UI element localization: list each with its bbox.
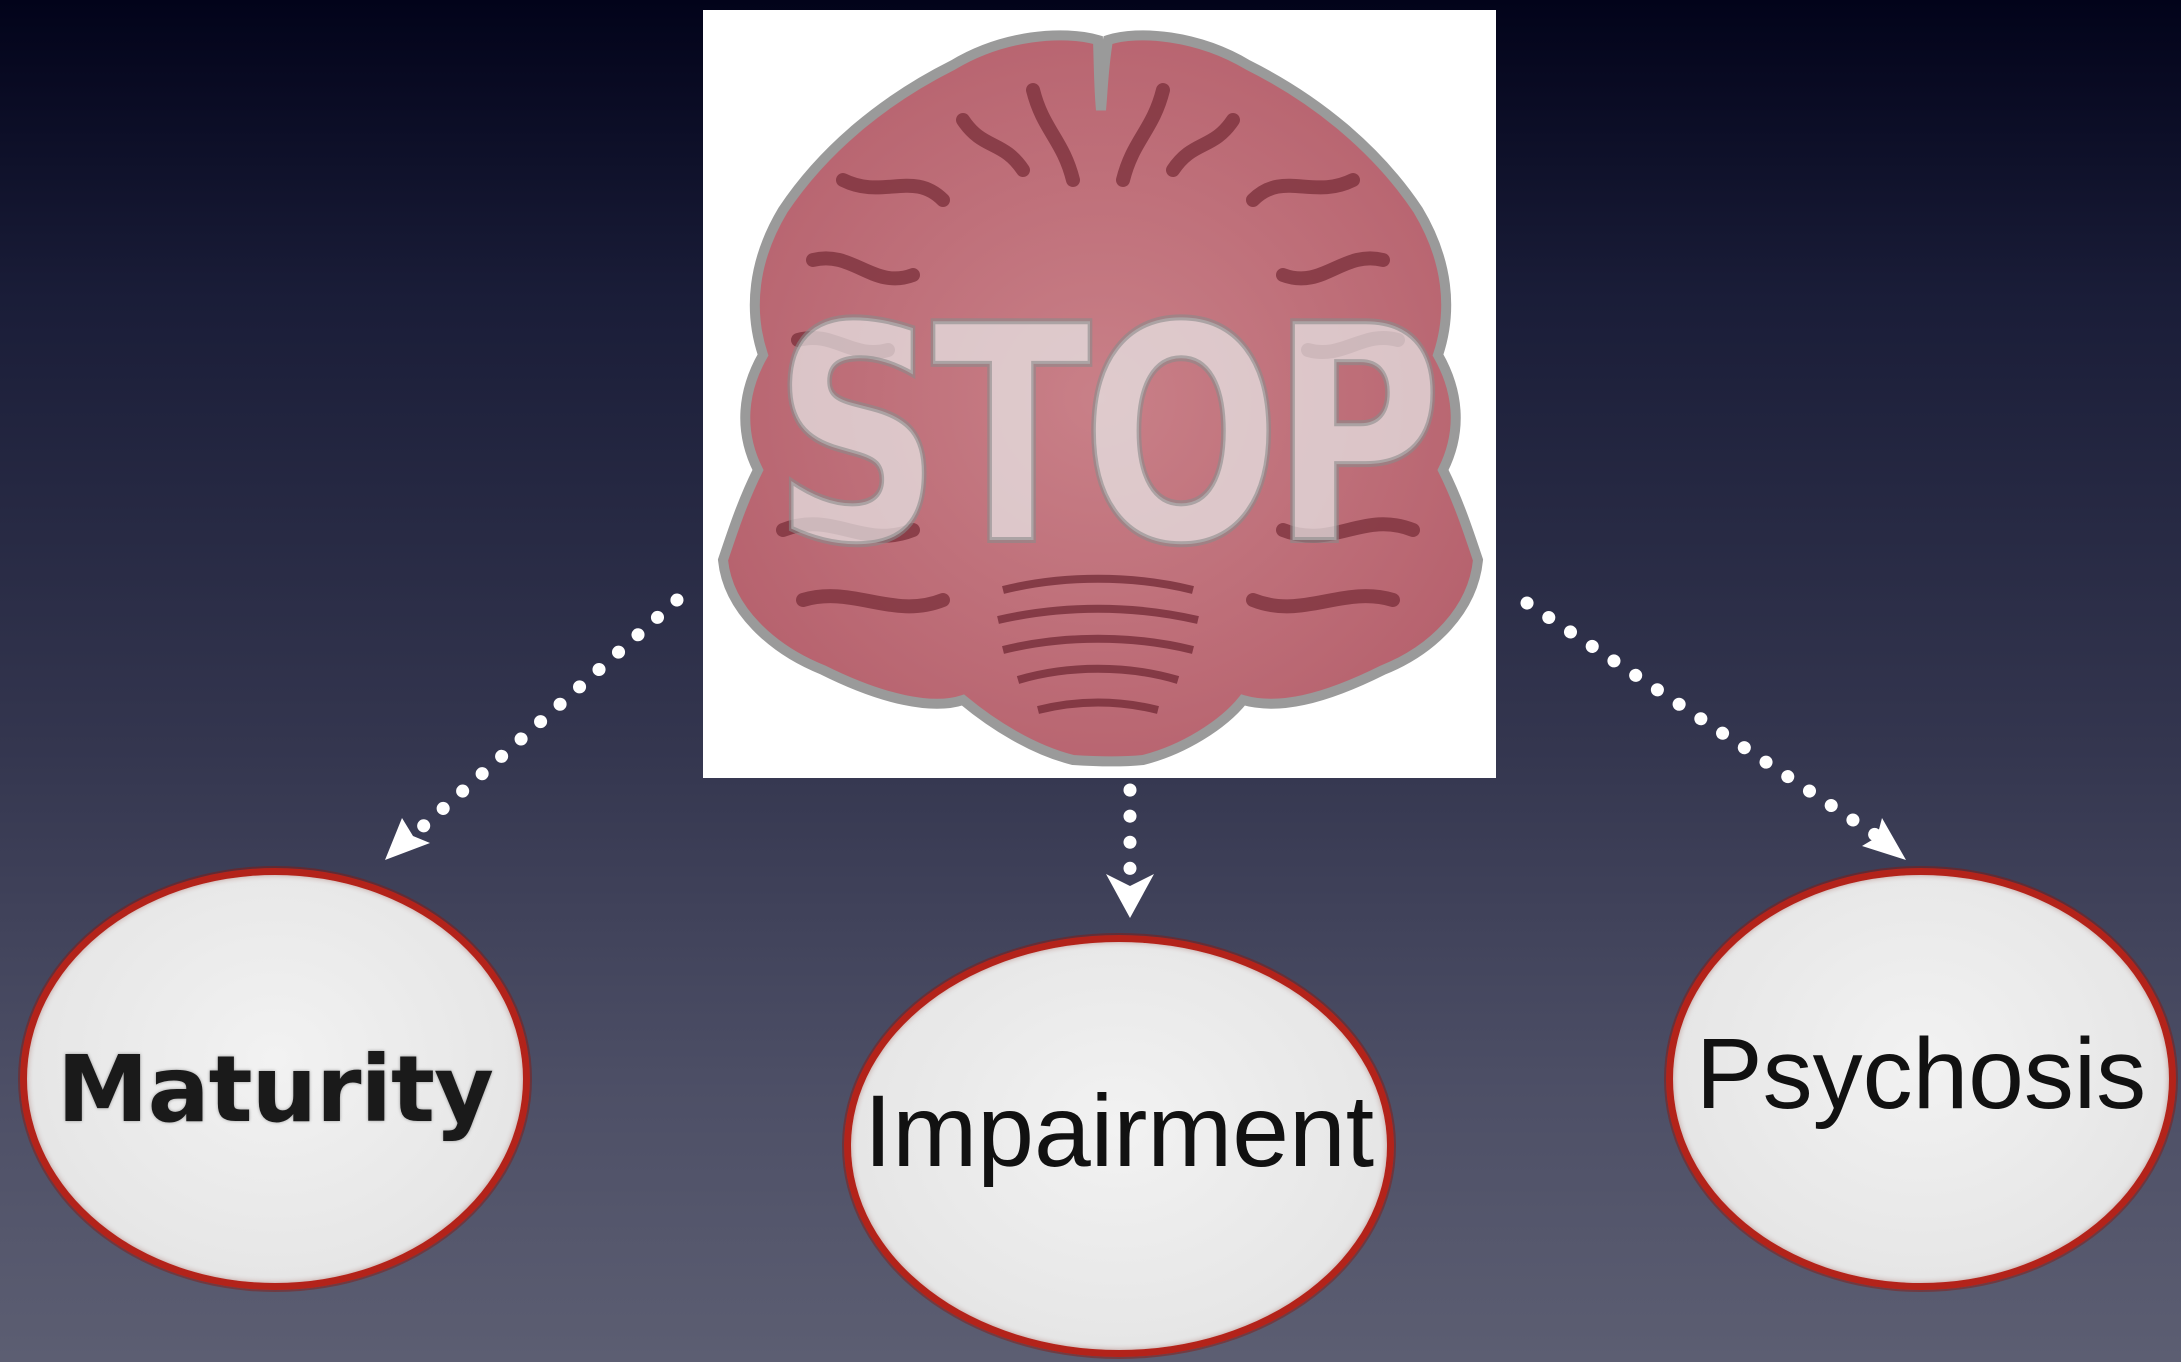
node-maturity: Maturity <box>20 868 530 1290</box>
arrow-to-maturity <box>410 600 677 838</box>
stop-overlay-text: STOP <box>773 262 1435 611</box>
node-label-maturity: Maturity <box>57 1036 493 1143</box>
arrow-to-psychosis <box>1527 603 1880 838</box>
arrowhead-impairment <box>1106 874 1154 918</box>
arrowhead-maturity <box>385 818 430 860</box>
brain-stop-image: STOP <box>703 10 1496 778</box>
node-label-psychosis: Psychosis <box>1696 1017 2146 1132</box>
node-label-impairment: Impairment <box>864 1073 1374 1190</box>
node-impairment: Impairment <box>844 935 1394 1357</box>
brain-stop-sign-icon: STOP <box>703 10 1496 778</box>
arrowhead-psychosis <box>1862 818 1906 860</box>
node-psychosis: Psychosis <box>1666 868 2176 1290</box>
